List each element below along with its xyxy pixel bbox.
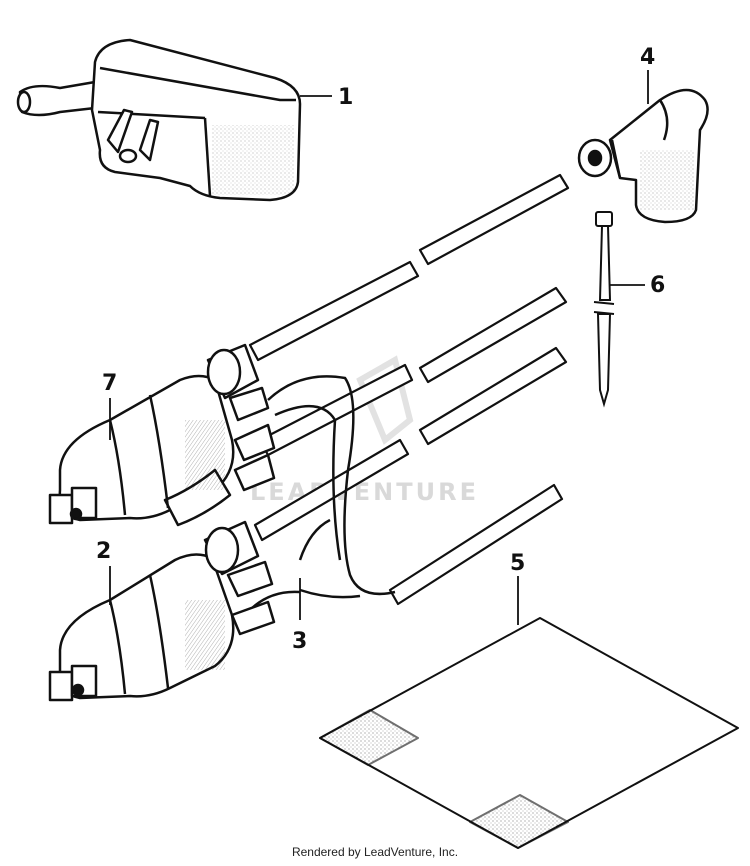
part-5-instruction-sheet (319, 617, 739, 849)
callout-3: 3 (292, 629, 307, 654)
callout-1: 1 (338, 85, 353, 110)
footer-credit: Rendered by LeadVenture, Inc. (291, 845, 459, 859)
part-2-ignition-coil (48, 520, 276, 702)
callout-2: 2 (96, 539, 111, 564)
callout-6: 6 (650, 273, 665, 298)
callout-numbers: 1 2 3 4 5 6 7 (96, 45, 665, 654)
part-7-ignition-coil (48, 343, 276, 527)
part-4-plug-cap (577, 88, 709, 224)
ht-wires (248, 173, 570, 606)
leader-lines (109, 70, 649, 625)
callout-7: 7 (102, 371, 117, 396)
part-1-control-box (16, 38, 302, 202)
watermark: LEADVENTURE (250, 355, 479, 506)
watermark-text: LEADVENTURE (250, 478, 479, 506)
callout-5: 5 (510, 551, 525, 576)
part-6-cable-tie (593, 211, 615, 408)
callout-4: 4 (640, 45, 655, 70)
